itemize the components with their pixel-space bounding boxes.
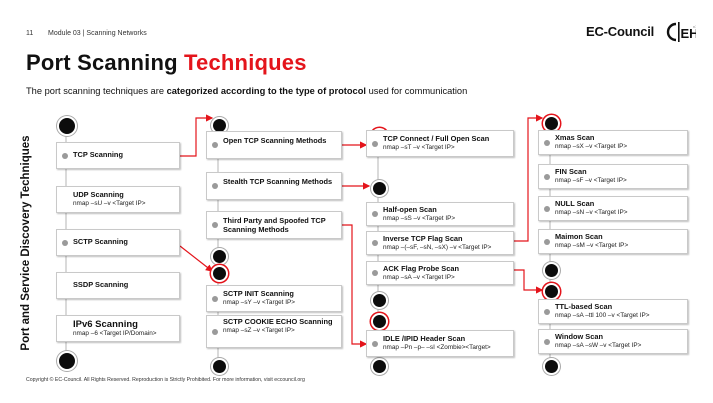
flow-node: [211, 265, 228, 282]
copyright-footer: Copyright © EC-Council. All Rights Reser…: [26, 377, 305, 383]
sctp-scanning-box: SCTP Scanning: [56, 229, 180, 256]
bullet-dot: [372, 270, 378, 276]
subtitle: The port scanning techniques are categor…: [26, 86, 468, 96]
module-label: Module 03 | Scanning Networks: [48, 30, 147, 37]
bullet-dot: [212, 295, 218, 302]
svg-text:EH: EH: [681, 26, 697, 41]
bullet-dot: [544, 338, 550, 345]
bullet-dot: [544, 139, 550, 146]
flow-node: [543, 283, 560, 300]
ssdp-scanning-box: SSDP Scanning: [56, 272, 180, 299]
page-title: Port Scanning Techniques: [26, 50, 307, 75]
tcp-scanning-box: TCP Scanning: [56, 142, 180, 169]
svg-text:v13: v13: [693, 24, 696, 29]
bullet-dot: [62, 152, 68, 159]
bullet-dot: [212, 183, 218, 189]
bullet-dot: [372, 340, 378, 347]
end-node: [57, 351, 77, 371]
bullet-dot: [544, 205, 550, 212]
brand-name: EC-Council: [586, 24, 655, 39]
bullet-dot: [212, 142, 218, 148]
third-party-spoofed-methods-box: Third Party and Spoofed TCP Scanning Met…: [206, 211, 342, 239]
open-tcp-methods-box: Open TCP Scanning Methods: [206, 131, 342, 159]
ec-council-logo: EC-Council EH v13: [586, 21, 696, 43]
slide-number: 11: [26, 30, 34, 37]
bullet-dot: [212, 328, 218, 335]
bullet-dot: [372, 240, 378, 246]
bullet-dot: [544, 308, 550, 315]
stealth-tcp-methods-box: Stealth TCP Scanning Methods: [206, 172, 342, 200]
flow-node: [543, 358, 560, 375]
bullet-dot: [212, 222, 218, 228]
flow-node: [371, 180, 388, 197]
flow-node: [211, 248, 228, 265]
flow-node: [371, 313, 388, 330]
bullet-dot: [372, 211, 378, 217]
flow-node: [371, 292, 388, 309]
bullet-dot: [62, 239, 68, 246]
start-node: [57, 116, 77, 136]
flow-node: [371, 358, 388, 375]
ceh-logo: EH v13: [666, 22, 697, 42]
bullet-dot: [544, 238, 550, 245]
bullet-dot: [544, 173, 550, 180]
flow-node: [211, 358, 228, 375]
bullet-dot: [372, 140, 378, 147]
flow-node: [543, 262, 560, 279]
